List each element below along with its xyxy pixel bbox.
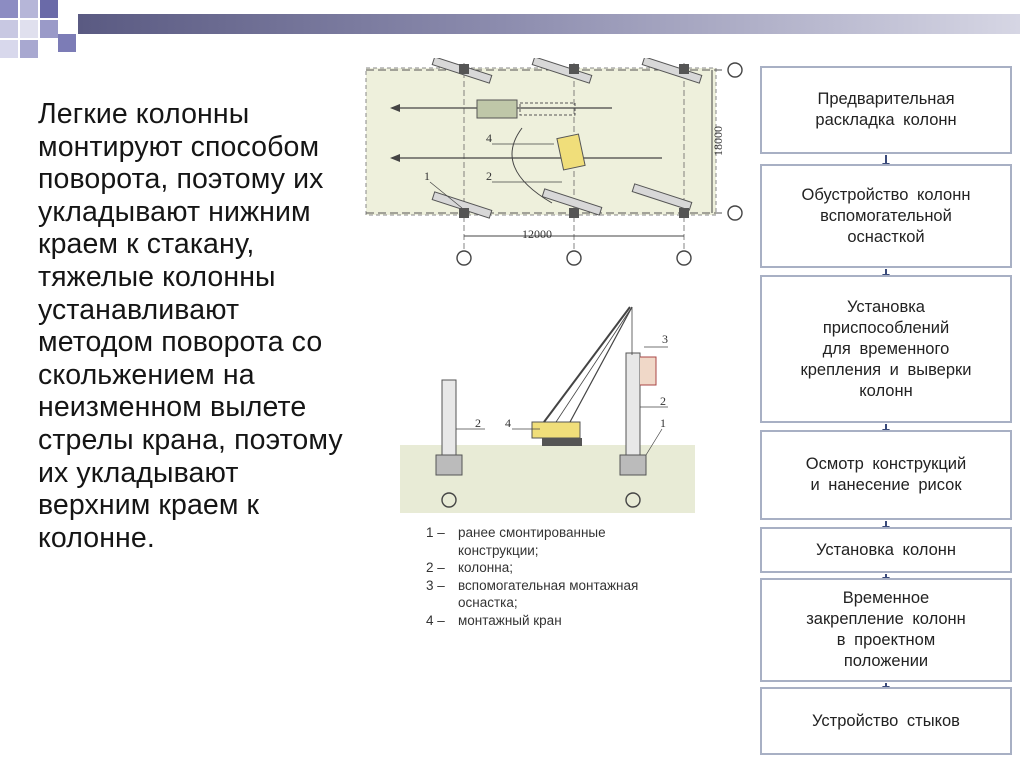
legend-item: 1 –ранее смонтированные конструкции; (426, 525, 606, 558)
flow-step-7: Устройство стыков (760, 687, 1012, 755)
flow-step-4: Осмотр конструкций и нанесение рисок (760, 430, 1012, 520)
plan-dim-height: 18000 (711, 126, 725, 156)
plan-area (365, 67, 717, 216)
body-text: Легкие колонны монтируют способом поворо… (38, 98, 343, 554)
legend-item: 2 –колонна; (426, 560, 513, 575)
plan-label-4: 4 (486, 131, 492, 145)
crane-cab (556, 133, 586, 171)
flow-step-6: Временное закрепление колонн в проектном… (760, 578, 1012, 682)
elev-label-2a: 2 (475, 416, 481, 430)
flow-step-5: Установка колонн (760, 527, 1012, 573)
elev-label-3: 3 (662, 332, 668, 346)
elev-label-1: 1 (660, 416, 666, 430)
flow-step-1: Предварительная раскладка колонн (760, 66, 1012, 154)
right-column (625, 352, 641, 459)
crane-body (476, 99, 518, 119)
crane-base (531, 421, 581, 439)
legend-item: 4 –монтажный кран (426, 612, 562, 628)
plan-view-diagram: 12000 18000 1 4 2 (365, 58, 743, 266)
flow-step-2: Обустройство колонн вспомогательной осна… (760, 164, 1012, 268)
left-column (441, 379, 457, 461)
plan-label-1: 1 (424, 169, 430, 183)
flow-step-3: Установка приспособлений для временного … (760, 275, 1012, 423)
header-bar (78, 14, 1020, 34)
elev-label-2b: 2 (660, 394, 666, 408)
plan-label-2: 2 (486, 169, 492, 183)
elev-label-4: 4 (505, 416, 511, 430)
legend: 1 –ранее смонтированные конструкции; 2 –… (426, 524, 716, 629)
legend-item: 3 –вспомогательная монтажная оснастка; (426, 577, 639, 611)
elevation-diagram: 2 4 3 2 1 (400, 306, 695, 513)
plan-dim-width: 12000 (522, 227, 552, 241)
